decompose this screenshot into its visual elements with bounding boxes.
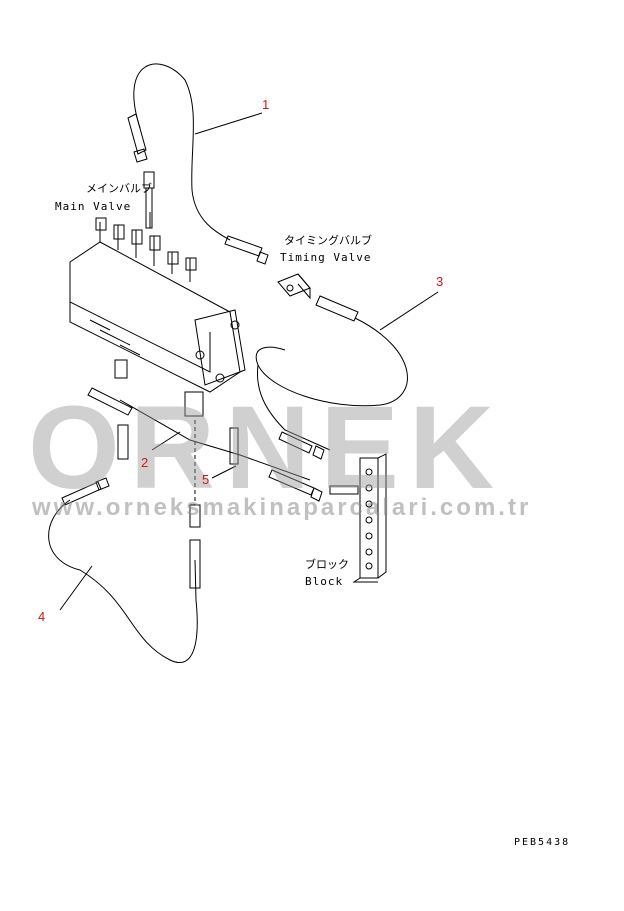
hose-2 (119, 399, 311, 481)
hose-1-fitting-top (127, 113, 148, 163)
hose-5-fitting (229, 427, 323, 502)
leader-5 (211, 465, 237, 479)
leader-2 (151, 431, 181, 451)
hose-1 (133, 63, 231, 241)
callout-1: 1 (262, 97, 270, 112)
main-valve-fitting (143, 171, 155, 229)
leader-3 (379, 291, 439, 331)
drawing-code: PEB5438 (514, 837, 571, 848)
block-label-en: Block (305, 575, 344, 588)
hose-3-lower-fitting (278, 431, 325, 460)
leader-4 (59, 565, 93, 611)
hose-4-fitting-left (61, 477, 110, 506)
callout-2: 2 (141, 455, 149, 470)
hose-4-fitting-top (189, 504, 201, 528)
watermark-url: www.orneksmakinaparcalari.com.tr (32, 494, 532, 521)
timing-valve (277, 273, 311, 300)
hose-1-fitting-right (224, 235, 269, 265)
hose-4 (48, 499, 198, 663)
main-valve-label-en: Main Valve (55, 200, 132, 213)
block (352, 453, 387, 583)
callout-3: 3 (436, 274, 444, 289)
main-valve-label-jp: メインバルブ (86, 182, 152, 195)
timing-valve-label-jp: タイミングバルブ (284, 234, 372, 247)
callout-4: 4 (38, 609, 46, 624)
hose-3 (255, 317, 408, 407)
block-fitting (329, 485, 359, 495)
block-label-jp: ブロック (305, 558, 349, 571)
hose-4-fitting-bottom (189, 539, 201, 589)
hose-3-fitting (315, 295, 359, 322)
main-valve (69, 217, 246, 417)
watermark-brand: ORNEK (28, 382, 505, 514)
timing-valve-label-en: Timing Valve (280, 251, 372, 264)
callout-5: 5 (202, 472, 210, 487)
hose-3-lower (256, 364, 331, 451)
hose-2-fitting (87, 387, 133, 416)
leader-1 (194, 112, 263, 135)
